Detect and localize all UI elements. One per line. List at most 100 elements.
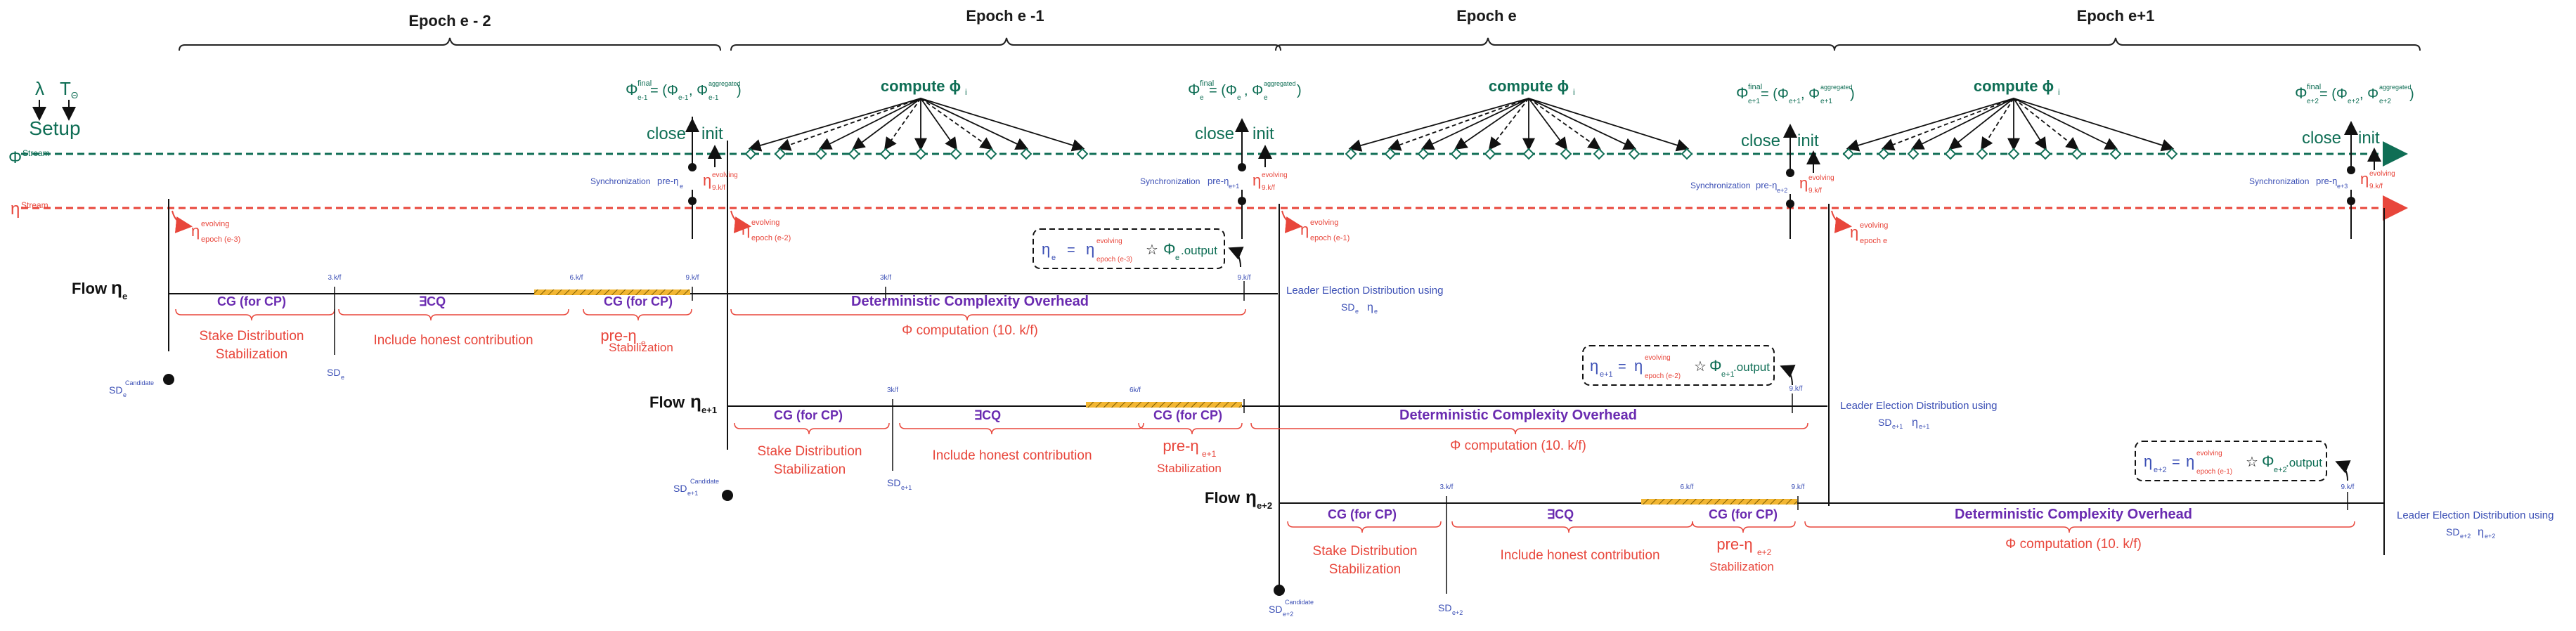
svg-text:9.k/f: 9.k/f [1792,483,1805,491]
svg-text:9.k/f: 9.k/f [1262,184,1275,192]
fan-arrow [2013,98,2175,152]
svg-text:η: η [1912,417,1918,429]
svg-text:e+1: e+1 [1820,98,1832,105]
phi-node-diamond [950,148,962,160]
fan-arrow [1454,98,1529,150]
svg-text:η: η [1086,240,1094,258]
epoch-label-e-1: Epoch e -1 [966,7,1044,25]
svg-text:Stabilization: Stabilization [609,341,673,354]
svg-text:e+1: e+1 [1600,370,1613,379]
fan-arrow [1420,98,1529,150]
svg-text:, Φ: , Φ [1244,83,1263,98]
phi-final-1: Φ final e-1 = (Φ e-1 , Φ aggregated e-1 … [626,79,742,102]
svg-text:Deterministic Complexity Overh: Deterministic Complexity Overhead [851,294,1089,309]
svg-text:e+1: e+1 [901,484,912,491]
sync-point-3: Φ final e+1 = (Φ e+1 , Φ aggregated e+1 … [1690,83,1855,239]
svg-text:Φ computation (10. k/f): Φ computation (10. k/f) [1450,438,1586,453]
compute-fan-arrows [744,98,2178,160]
svg-text:e: e [1237,94,1241,102]
eta-stream-label: η [11,200,20,219]
phi-node-diamond [1560,148,1572,160]
svg-text:e+1: e+1 [1892,423,1903,430]
svg-text:, Φ: , Φ [689,83,708,98]
svg-text:Candidate: Candidate [1285,599,1314,606]
svg-text:SD: SD [1269,604,1282,615]
flow-e+2: Flow η e+2 3.k/f 6.k/f 9.k/f 9.k/f CG (f… [1205,208,2554,618]
svg-text:aggregated: aggregated [708,80,741,87]
svg-text:e+1: e+1 [701,405,717,415]
svg-text:SD: SD [1341,301,1354,313]
lambda-symbol: λ [35,78,44,99]
setup-group: λ T Θ Setup [29,78,80,139]
eta-evolving-epoch-2: η evolving epoch (e-2) [727,141,791,450]
sync-label-4: Synchronization [2249,176,2309,186]
epoch-brace-e+1 [1834,37,2421,51]
svg-text:η: η [2360,170,2369,188]
svg-text:Deterministic Complexity Overh: Deterministic Complexity Overhead [1955,507,2192,522]
svg-text:Candidate: Candidate [125,379,154,386]
svg-text:CG (for CP): CG (for CP) [1328,507,1397,521]
svg-text:e: e [680,183,683,190]
svg-text:SD: SD [327,367,340,378]
epoch-headers: Epoch e - 2 Epoch e -1 Epoch e Epoch e+1 [179,7,2421,51]
svg-text:Flow: Flow [72,280,108,297]
svg-text:, Φ: , Φ [1801,86,1820,102]
svg-text:evolving: evolving [1808,174,1834,182]
svg-text:η: η [1300,221,1309,238]
phi-node-diamond [1842,148,1855,160]
svg-text:e+2: e+2 [2379,98,2391,105]
close-label-4: close [2302,129,2341,148]
fan-arrow [1948,98,2014,150]
svg-text:SD: SD [673,483,687,494]
svg-text:e+2: e+2 [1257,500,1272,511]
init-label-3: init [1797,131,1819,150]
svg-text:Φ: Φ [1709,357,1722,375]
sync-label-1: Synchronization [590,176,650,186]
svg-text:i: i [965,87,967,97]
svg-text:evolving: evolving [2196,450,2222,457]
svg-text:e+2: e+2 [2485,533,2495,540]
svg-text:3.k/f: 3.k/f [328,274,342,282]
fan-arrow [1488,98,1529,150]
svg-text:e+1: e+1 [687,490,698,497]
sync-label-3: Synchronization [1690,181,1750,190]
svg-text:η: η [1634,357,1643,375]
svg-text:e: e [123,391,127,398]
eta-e-formula: η e = η evolving epoch (e-3) ☆ Φ e .outp… [1033,228,1244,269]
svg-text:pre-η: pre-η [1163,437,1198,455]
svg-text:final: final [1200,79,1214,88]
svg-text:Stake Distribution: Stake Distribution [200,329,304,344]
svg-text:∃CQ: ∃CQ [1547,507,1574,521]
sync-label-2: Synchronization [1140,176,1200,186]
svg-text:Φ: Φ [1736,84,1749,102]
fan-arrow [818,98,921,150]
svg-text:9.k/f: 9.k/f [2369,183,2383,190]
phi-node-diamond [1877,148,1890,160]
svg-text:6k/f: 6k/f [1130,386,1141,394]
svg-text:Leader Election Distribution u: Leader Election Distribution using [1286,285,1443,297]
epoch-brace-e-1 [730,37,1281,51]
svg-text:η: η [703,171,711,189]
sync-point-2: Φ final e = (Φ e , Φ aggregated e ) clos… [1140,79,1302,239]
phi-node-diamond [2071,148,2083,160]
svg-text:3k/f: 3k/f [887,386,898,394]
svg-text:e: e [1355,308,1359,315]
epoch-brace-e-2 [179,37,721,51]
compute-fan-3: compute ϕ i [1974,77,2060,97]
svg-text:η: η [1367,301,1373,313]
svg-text:η: η [1590,357,1598,375]
svg-text:e+1: e+1 [1202,449,1217,459]
svg-text:evolving: evolving [2369,170,2395,178]
svg-text:Φ: Φ [2295,84,2308,102]
svg-text:final: final [2307,83,2321,91]
svg-text:epoch (e-1): epoch (e-1) [2196,468,2232,476]
fan-arrow [1528,98,1601,150]
svg-text:= (Φ: = (Φ [1209,83,1237,98]
phi-node-diamond [1484,148,1496,160]
svg-text:Stake Distribution: Stake Distribution [758,444,862,459]
svg-text:e+2: e+2 [2460,533,2471,540]
phi-node-diamond [2039,148,2052,160]
svg-text:6.k/f: 6.k/f [570,274,583,282]
svg-text:9.k/f: 9.k/f [2341,483,2355,491]
phi-node-diamond [1345,148,1357,160]
